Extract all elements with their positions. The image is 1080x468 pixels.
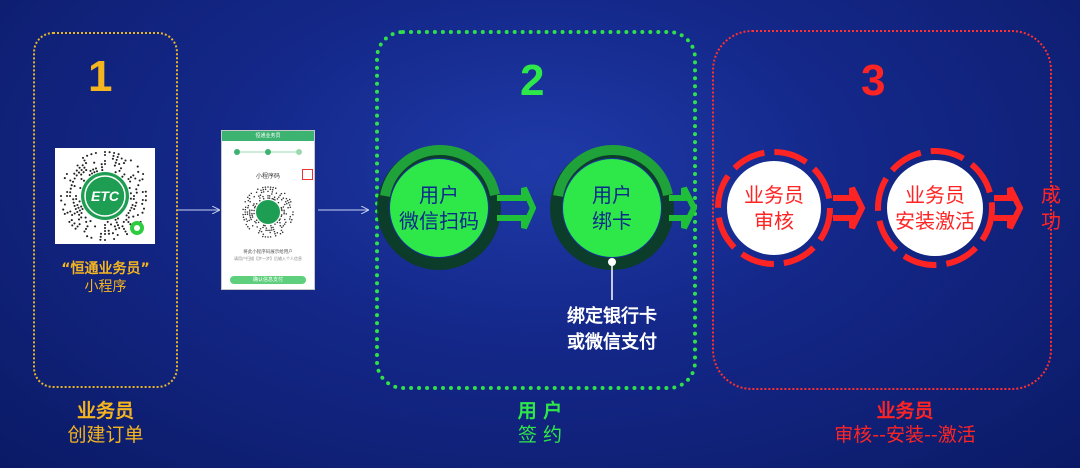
arrow-review-to-install — [833, 186, 866, 230]
step2-number: 2 — [520, 56, 545, 105]
phone-qr-code — [242, 186, 294, 238]
step3-caption-subtitle: 审核--安装--激活 — [834, 424, 976, 446]
node-review-label: 业务员审核 — [744, 183, 804, 233]
step1-panel — [33, 32, 178, 388]
step3-caption-title: 业务员 — [876, 400, 934, 422]
success-label: 成功 — [1041, 183, 1061, 233]
phone-title: 恒通业务员 — [255, 133, 281, 139]
mini-program-qr-code: ETC — [55, 148, 155, 244]
etc-logo: ETC — [91, 188, 120, 204]
node-install-activate — [875, 148, 995, 268]
arrow-scan-to-bind — [497, 186, 537, 230]
node-install-activate-label: 业务员安装激活 — [895, 183, 975, 233]
qr-pattern — [59, 150, 148, 242]
phone-screenshot: 恒通业务员 小程序码 将此小程序码展示给用户 请用户扫描【步一步】后输入个人信息… — [221, 130, 315, 290]
step2-caption-subtitle: 签 约 — [517, 424, 563, 446]
qr-label-title: “恒通业务员” — [61, 261, 150, 277]
phone-tip-secondary: 请用户扫描【步一步】后输入个人信息 — [234, 256, 302, 261]
step3-panel — [712, 30, 1052, 390]
phone-step-indicator — [234, 149, 302, 155]
node-review — [715, 149, 833, 267]
phone-highlight-box — [302, 169, 313, 180]
node-wechat-scan-label: 用户微信扫码 — [399, 183, 479, 233]
node-wechat-scan — [377, 145, 501, 270]
step1-number: 1 — [88, 52, 113, 101]
step1-caption-subtitle: 创建订单 — [67, 424, 144, 446]
bind-method-note: 绑定银行卡或微信支付 — [567, 306, 657, 353]
step1-caption-title: 业务员 — [76, 400, 134, 422]
qr-label-subtitle: 小程序 — [84, 279, 127, 295]
arrow-bind-to-step3 — [669, 186, 698, 230]
phone-confirm-button: 确认信息支付 — [230, 276, 306, 284]
step3-number: 3 — [861, 56, 886, 105]
step2-caption-title: 用 户 — [517, 400, 563, 422]
arrow-install-to-success — [994, 186, 1024, 230]
node-bind-card-label: 用户绑卡 — [592, 183, 632, 233]
phone-qr-label: 小程序码 — [255, 173, 280, 180]
phone-tip: 将此小程序码展示给用户 — [243, 250, 293, 255]
